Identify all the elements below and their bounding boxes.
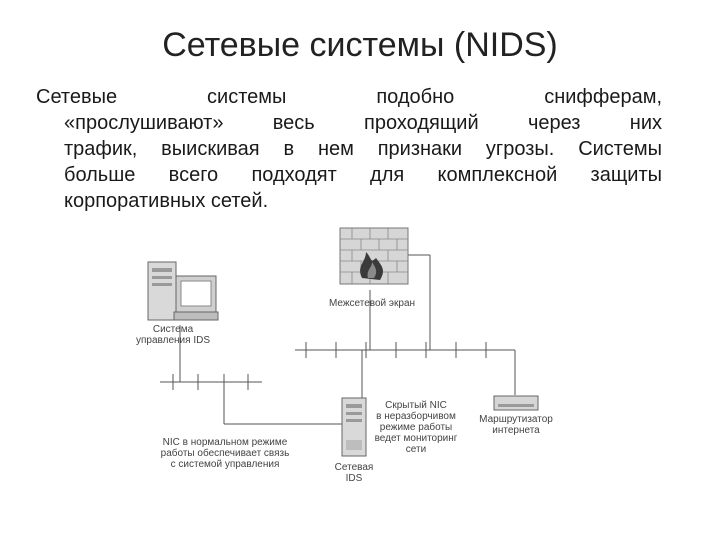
hidden-nic-label-line: ведет мониторинг <box>374 433 458 444</box>
router-icon <box>493 395 539 411</box>
network-links <box>160 254 516 425</box>
router-label-line: Маршрутизатор <box>479 414 553 425</box>
paragraph-line: корпоративных сетей. <box>64 190 269 212</box>
router-label-line: интернета <box>492 425 540 436</box>
paragraph-line: Сетевые системы подобно снифферам, <box>36 86 662 108</box>
management-console-icon <box>147 261 219 321</box>
nic-mode-label-line: NIC в нормальном режиме <box>162 437 288 448</box>
paragraph-line: больше всего подходят для комплексной за… <box>64 164 662 186</box>
hidden-nic-label-line: Скрытый NIC <box>385 400 447 411</box>
nic-mode-label-line: работы обеспечивает связь <box>160 448 290 459</box>
slide-title: Сетевые системы (NIDS) <box>162 26 558 64</box>
paragraph-line: «прослушивают» весь проходящий через них <box>64 112 662 134</box>
management-label-line: управления IDS <box>136 335 210 346</box>
sensor-label-line: Сетевая <box>334 462 374 473</box>
firewall-label: Межсетевой экран <box>328 298 416 309</box>
sensor-label-line: IDS <box>345 473 363 484</box>
hidden-nic-label-line: режиме работы <box>379 422 453 433</box>
network-ids-sensor-icon <box>341 397 367 457</box>
nic-mode-label-line: с системой управления <box>170 459 280 470</box>
paragraph-line: трафик, выискивая в нем признаки угрозы.… <box>64 138 662 160</box>
management-label-line: Система <box>152 324 194 335</box>
hidden-nic-label-line: в неразборчивом <box>376 411 456 422</box>
hidden-nic-label-line: сети <box>405 444 427 455</box>
firewall-icon <box>339 227 409 285</box>
